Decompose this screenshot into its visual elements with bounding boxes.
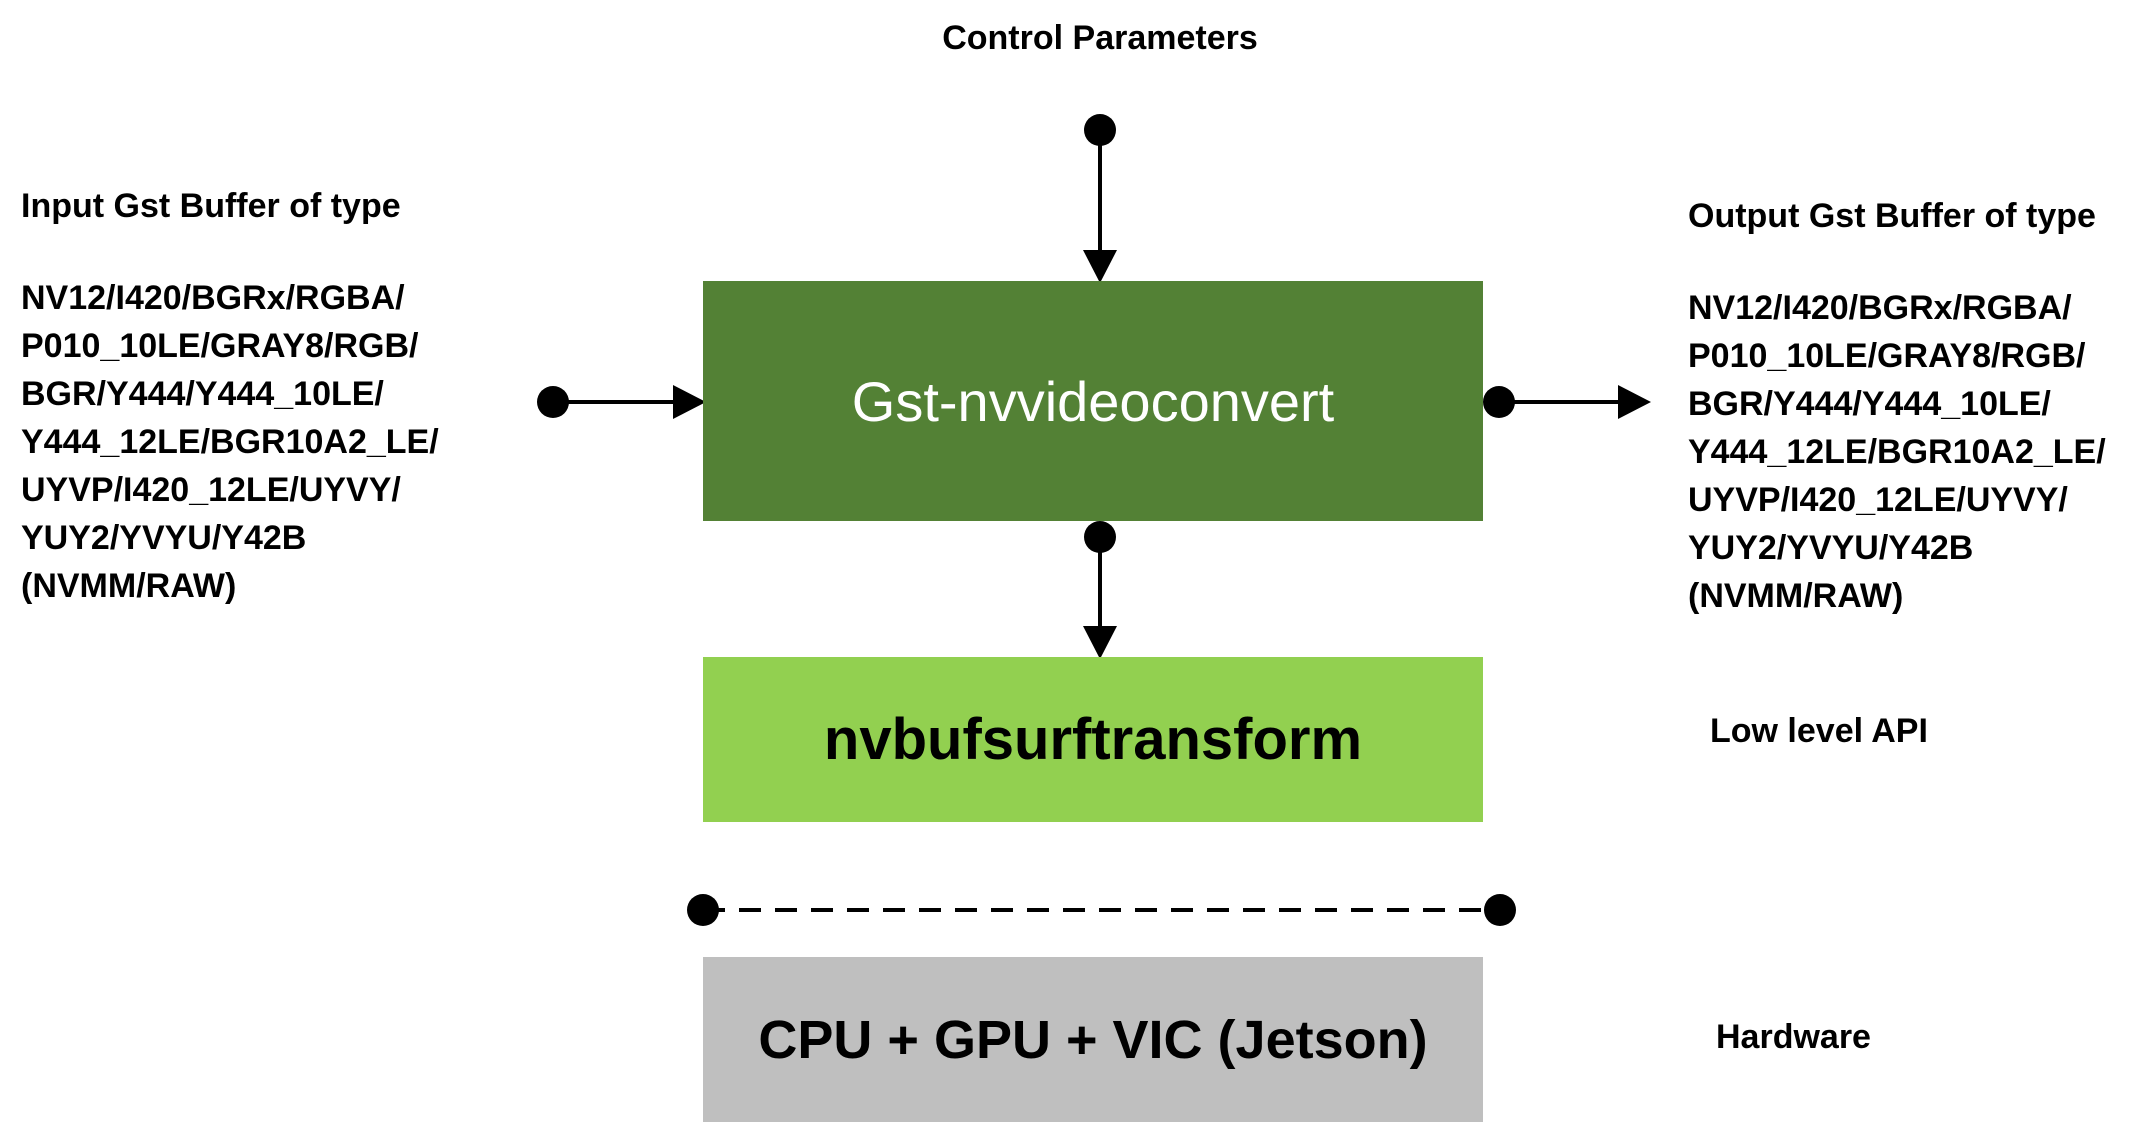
input-format-line: (NVMM/RAW) [21, 567, 237, 605]
input-arrow [537, 385, 706, 419]
input-format-line: P010_10LE/GRAY8/RGB/ [21, 327, 419, 365]
nvbufsurftransform-block: nvbufsurftransform [703, 657, 1483, 822]
output-format-line: (NVMM/RAW) [1688, 577, 1904, 615]
output-format-line: NV12/I420/BGRx/RGBA/ [1688, 289, 2072, 327]
low-level-api-label: Low level API [1710, 712, 1928, 750]
input-title: Input Gst Buffer of type [21, 187, 401, 225]
input-format-line: Y444_12LE/BGR10A2_LE/ [21, 423, 439, 461]
input-format-line: NV12/I420/BGRx/RGBA/ [21, 279, 405, 317]
hardware-block: CPU + GPU + VIC (Jetson) [703, 957, 1483, 1122]
control-parameters-label: Control Parameters [942, 19, 1258, 57]
output-format-list: NV12/I420/BGRx/RGBA/ P010_10LE/GRAY8/RGB… [1688, 284, 2106, 620]
gst-nvvideoconvert-block: Gst-nvvideoconvert [703, 281, 1483, 521]
hardware-label: CPU + GPU + VIC (Jetson) [758, 1009, 1428, 1070]
output-format-line: YUY2/YVYU/Y42B [1688, 529, 1974, 567]
separator-right-dot [1484, 894, 1516, 926]
input-format-line: UYVP/I420_12LE/UYVY/ [21, 471, 401, 509]
gst-nvvideoconvert-label: Gst-nvvideoconvert [851, 369, 1335, 433]
output-format-line: UYVP/I420_12LE/UYVY/ [1688, 481, 2068, 519]
separator [687, 894, 1516, 926]
control-arrowhead [1083, 250, 1117, 283]
output-format-line: Y444_12LE/BGR10A2_LE/ [1688, 433, 2106, 471]
api-arrow [1083, 521, 1117, 659]
input-arrowhead [673, 385, 706, 419]
output-arrow [1483, 385, 1651, 419]
output-arrowhead [1618, 385, 1651, 419]
api-arrowhead [1083, 626, 1117, 659]
input-format-line: YUY2/YVYU/Y42B [21, 519, 307, 557]
output-format-line: BGR/Y444/Y444_10LE/ [1688, 385, 2051, 423]
output-title: Output Gst Buffer of type [1688, 197, 2096, 235]
control-arrow [1083, 114, 1117, 283]
input-format-list: NV12/I420/BGRx/RGBA/ P010_10LE/GRAY8/RGB… [21, 274, 439, 610]
hardware-side-label: Hardware [1716, 1018, 1871, 1056]
output-format-line: P010_10LE/GRAY8/RGB/ [1688, 337, 2086, 375]
nvbufsurftransform-label: nvbufsurftransform [823, 707, 1363, 772]
input-format-line: BGR/Y444/Y444_10LE/ [21, 375, 384, 413]
